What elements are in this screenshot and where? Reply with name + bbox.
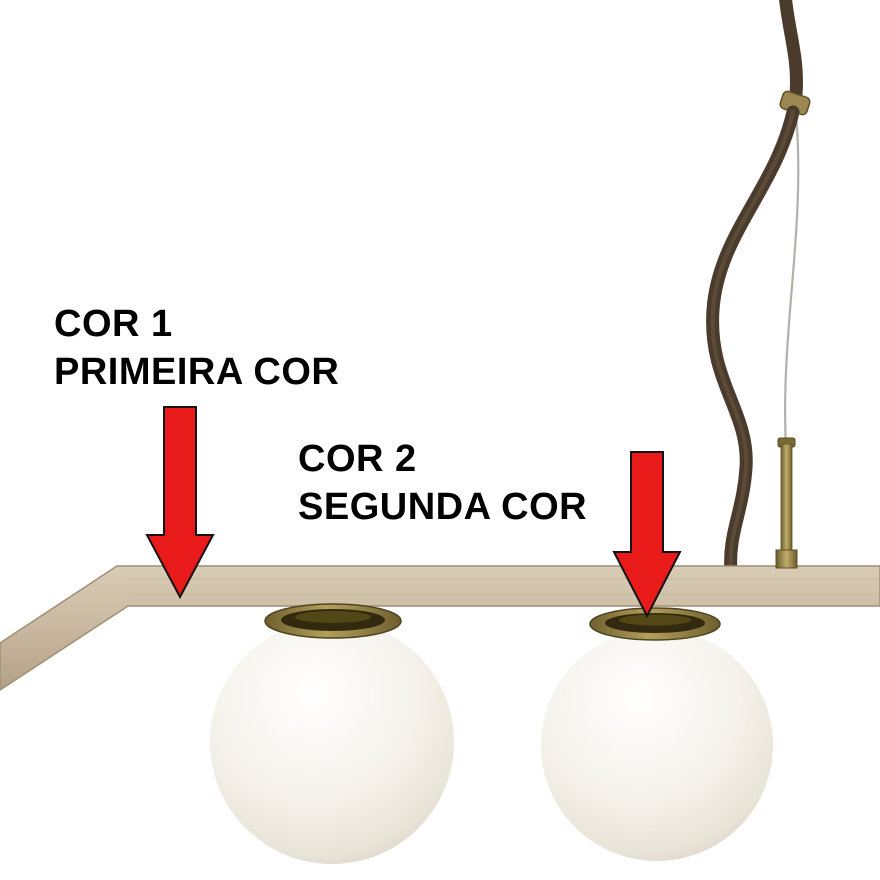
color2-annotation: COR 2 SEGUNDA COR [298,435,587,531]
lamp-bar [0,565,880,691]
glass-globe-left [210,620,454,864]
glass-globe-right [541,629,773,861]
color2-down-arrow-icon [612,451,682,619]
power-cord-highlight [710,110,795,573]
color1-title: COR 1 [54,303,173,345]
brass-socket-left [264,603,402,639]
power-cord-upper [779,0,803,101]
brass-rod [775,437,798,569]
brass-socket-right [589,607,721,641]
color2-title: COR 2 [298,438,417,480]
color1-subtitle: PRIMEIRA COR [54,351,340,393]
color2-subtitle: SEGUNDA COR [298,486,588,528]
suspension-wire [783,113,800,448]
color1-annotation: COR 1 PRIMEIRA COR [54,300,339,396]
color1-down-arrow-icon [145,406,215,600]
